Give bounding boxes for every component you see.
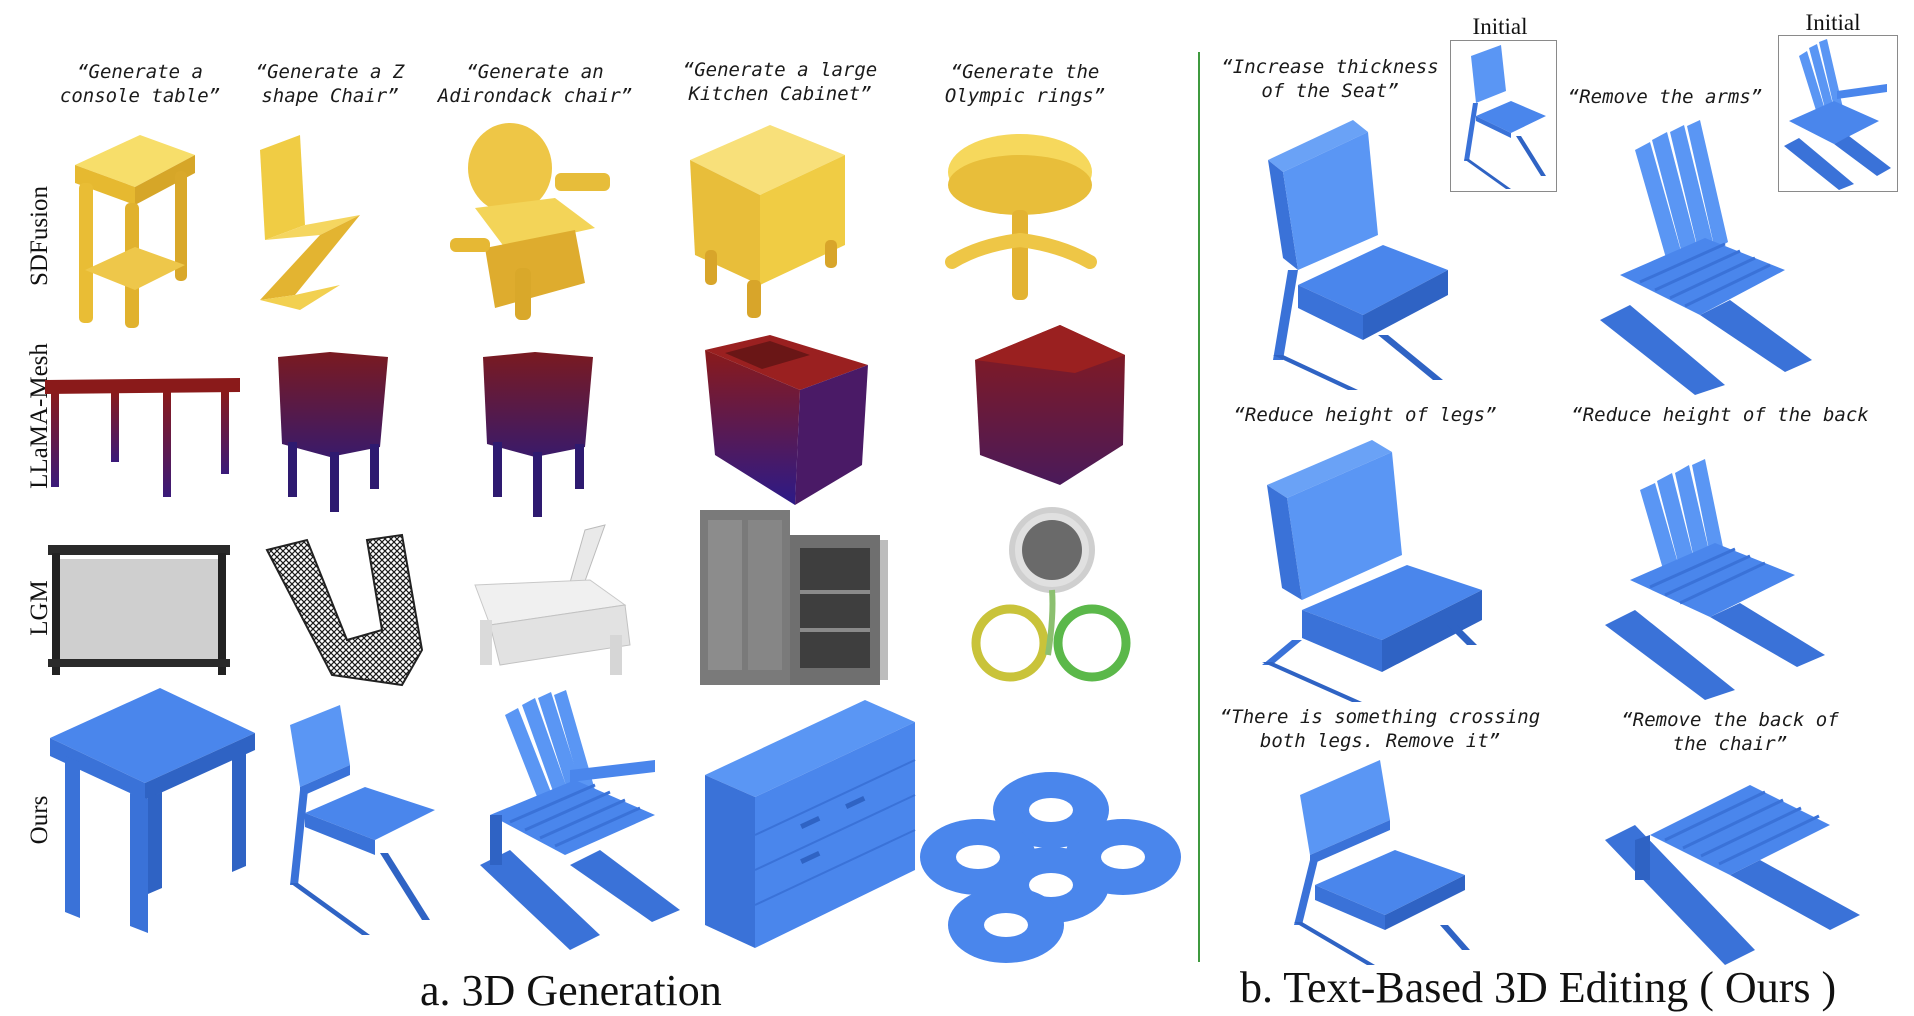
sdfusion-console-table [75, 135, 195, 328]
caption-text-editing: b. Text-Based 3D Editing ( Ours ) [1240, 963, 1837, 1012]
prompt-increase-thickness: “Increase thickness of the Seat” [1221, 56, 1439, 102]
edit-no-arms-adirondack [1600, 120, 1812, 395]
llama-z-chair [278, 352, 388, 512]
prompt-adirondack: “Generate an Adirondack chair” [437, 61, 633, 107]
llama-adirondack [483, 352, 593, 517]
initial-label-1: Initial [1472, 14, 1528, 39]
prompt-z-chair: “Generate a Z shape Chair” [255, 61, 405, 107]
sdfusion-adirondack [450, 123, 610, 320]
initial-chair-shape [1464, 45, 1546, 189]
initial-label-2: Initial [1805, 10, 1861, 35]
ours-chair [290, 705, 435, 935]
prompt-olympic-rings: “Generate the Olympic rings” [944, 61, 1106, 107]
lgm-z-chair [265, 533, 424, 687]
sdfusion-olympic-rings [945, 134, 1097, 300]
initial-thumbnail-chair [1450, 40, 1557, 192]
llama-console-table [45, 378, 240, 497]
row-label-sdfusion: SDFusion [26, 185, 53, 287]
ours-console-table [50, 688, 255, 933]
lgm-adirondack [474, 524, 631, 675]
ours-olympic-rings [920, 772, 1181, 963]
lgm-olympic-rings [971, 507, 1131, 682]
lgm-kitchen-cabinet [700, 510, 888, 685]
section-divider [1198, 52, 1200, 962]
edit-no-back-adirondack [1605, 785, 1860, 965]
edit-short-back-adirondack [1605, 459, 1825, 700]
edit-thick-seat-chair [1268, 120, 1448, 390]
prompt-console-table: “Generate a console table” [59, 61, 221, 107]
prompt-reduce-back: “Reduce height of the back [1571, 404, 1869, 426]
edit-no-cross-chair [1294, 760, 1470, 965]
prompt-remove-crossing: “There is something crossing both legs. … [1219, 706, 1541, 752]
ours-kitchen-cabinet [705, 700, 916, 948]
sdfusion-z-chair [260, 135, 360, 310]
initial-thumbnail-adirondack [1778, 35, 1898, 192]
llama-olympic-rings [975, 325, 1125, 485]
ours-adirondack [480, 690, 680, 950]
prompt-remove-back: “Remove the back of the chair” [1621, 709, 1839, 755]
sdfusion-kitchen-cabinet [690, 125, 845, 318]
caption-3d-generation: a. 3D Generation [420, 966, 722, 1015]
llama-kitchen-cabinet [705, 335, 868, 505]
prompt-remove-arms: “Remove the arms” [1567, 86, 1763, 108]
prompt-reduce-legs: “Reduce height of legs” [1233, 404, 1497, 426]
initial-adirondack-shape [1784, 39, 1891, 190]
edit-short-legs-chair [1262, 440, 1482, 702]
lgm-console-table [48, 545, 230, 675]
prompt-kitchen-cabinet: “Generate a large Kitchen Cabinet” [682, 59, 878, 105]
